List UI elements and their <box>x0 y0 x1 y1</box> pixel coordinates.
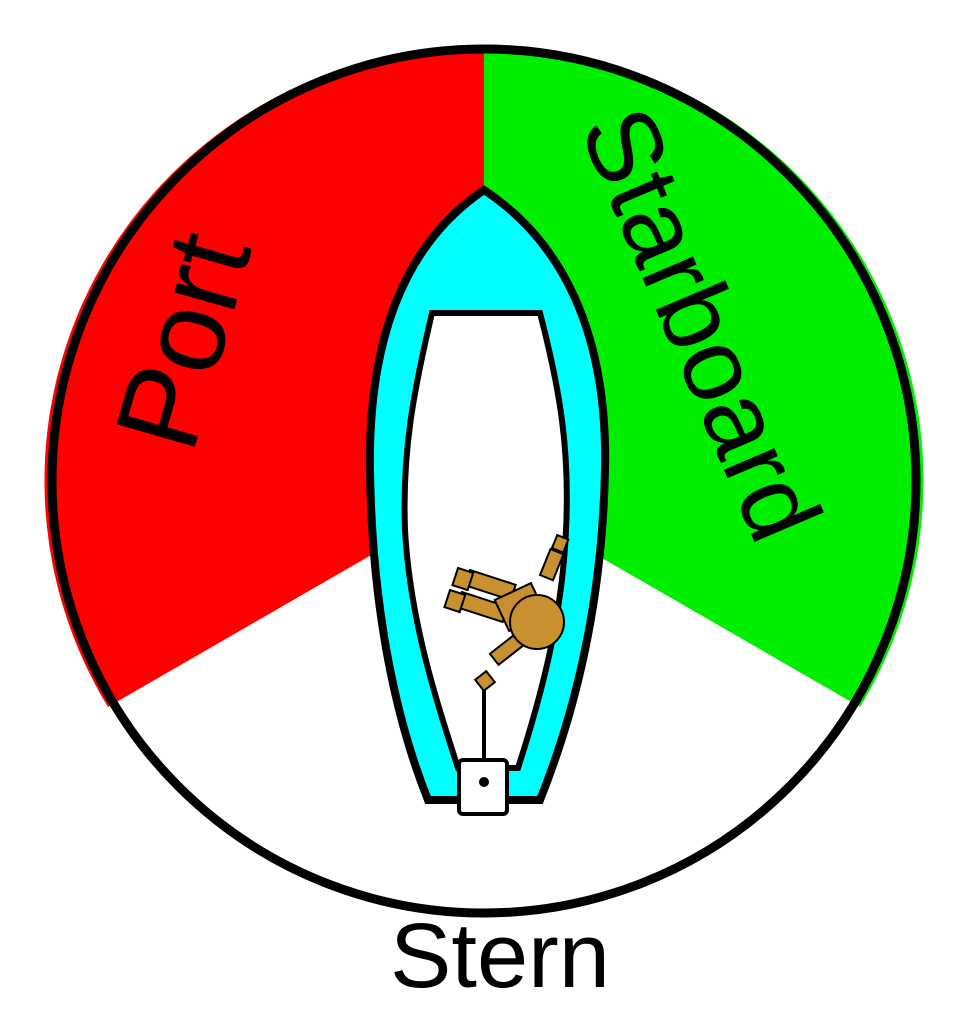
outer-circle <box>47 44 921 918</box>
outboard-motor-icon <box>457 758 509 816</box>
boat-deck <box>401 310 570 771</box>
stern-label: Stern <box>390 905 610 1007</box>
sailor-figure-icon <box>443 533 570 693</box>
